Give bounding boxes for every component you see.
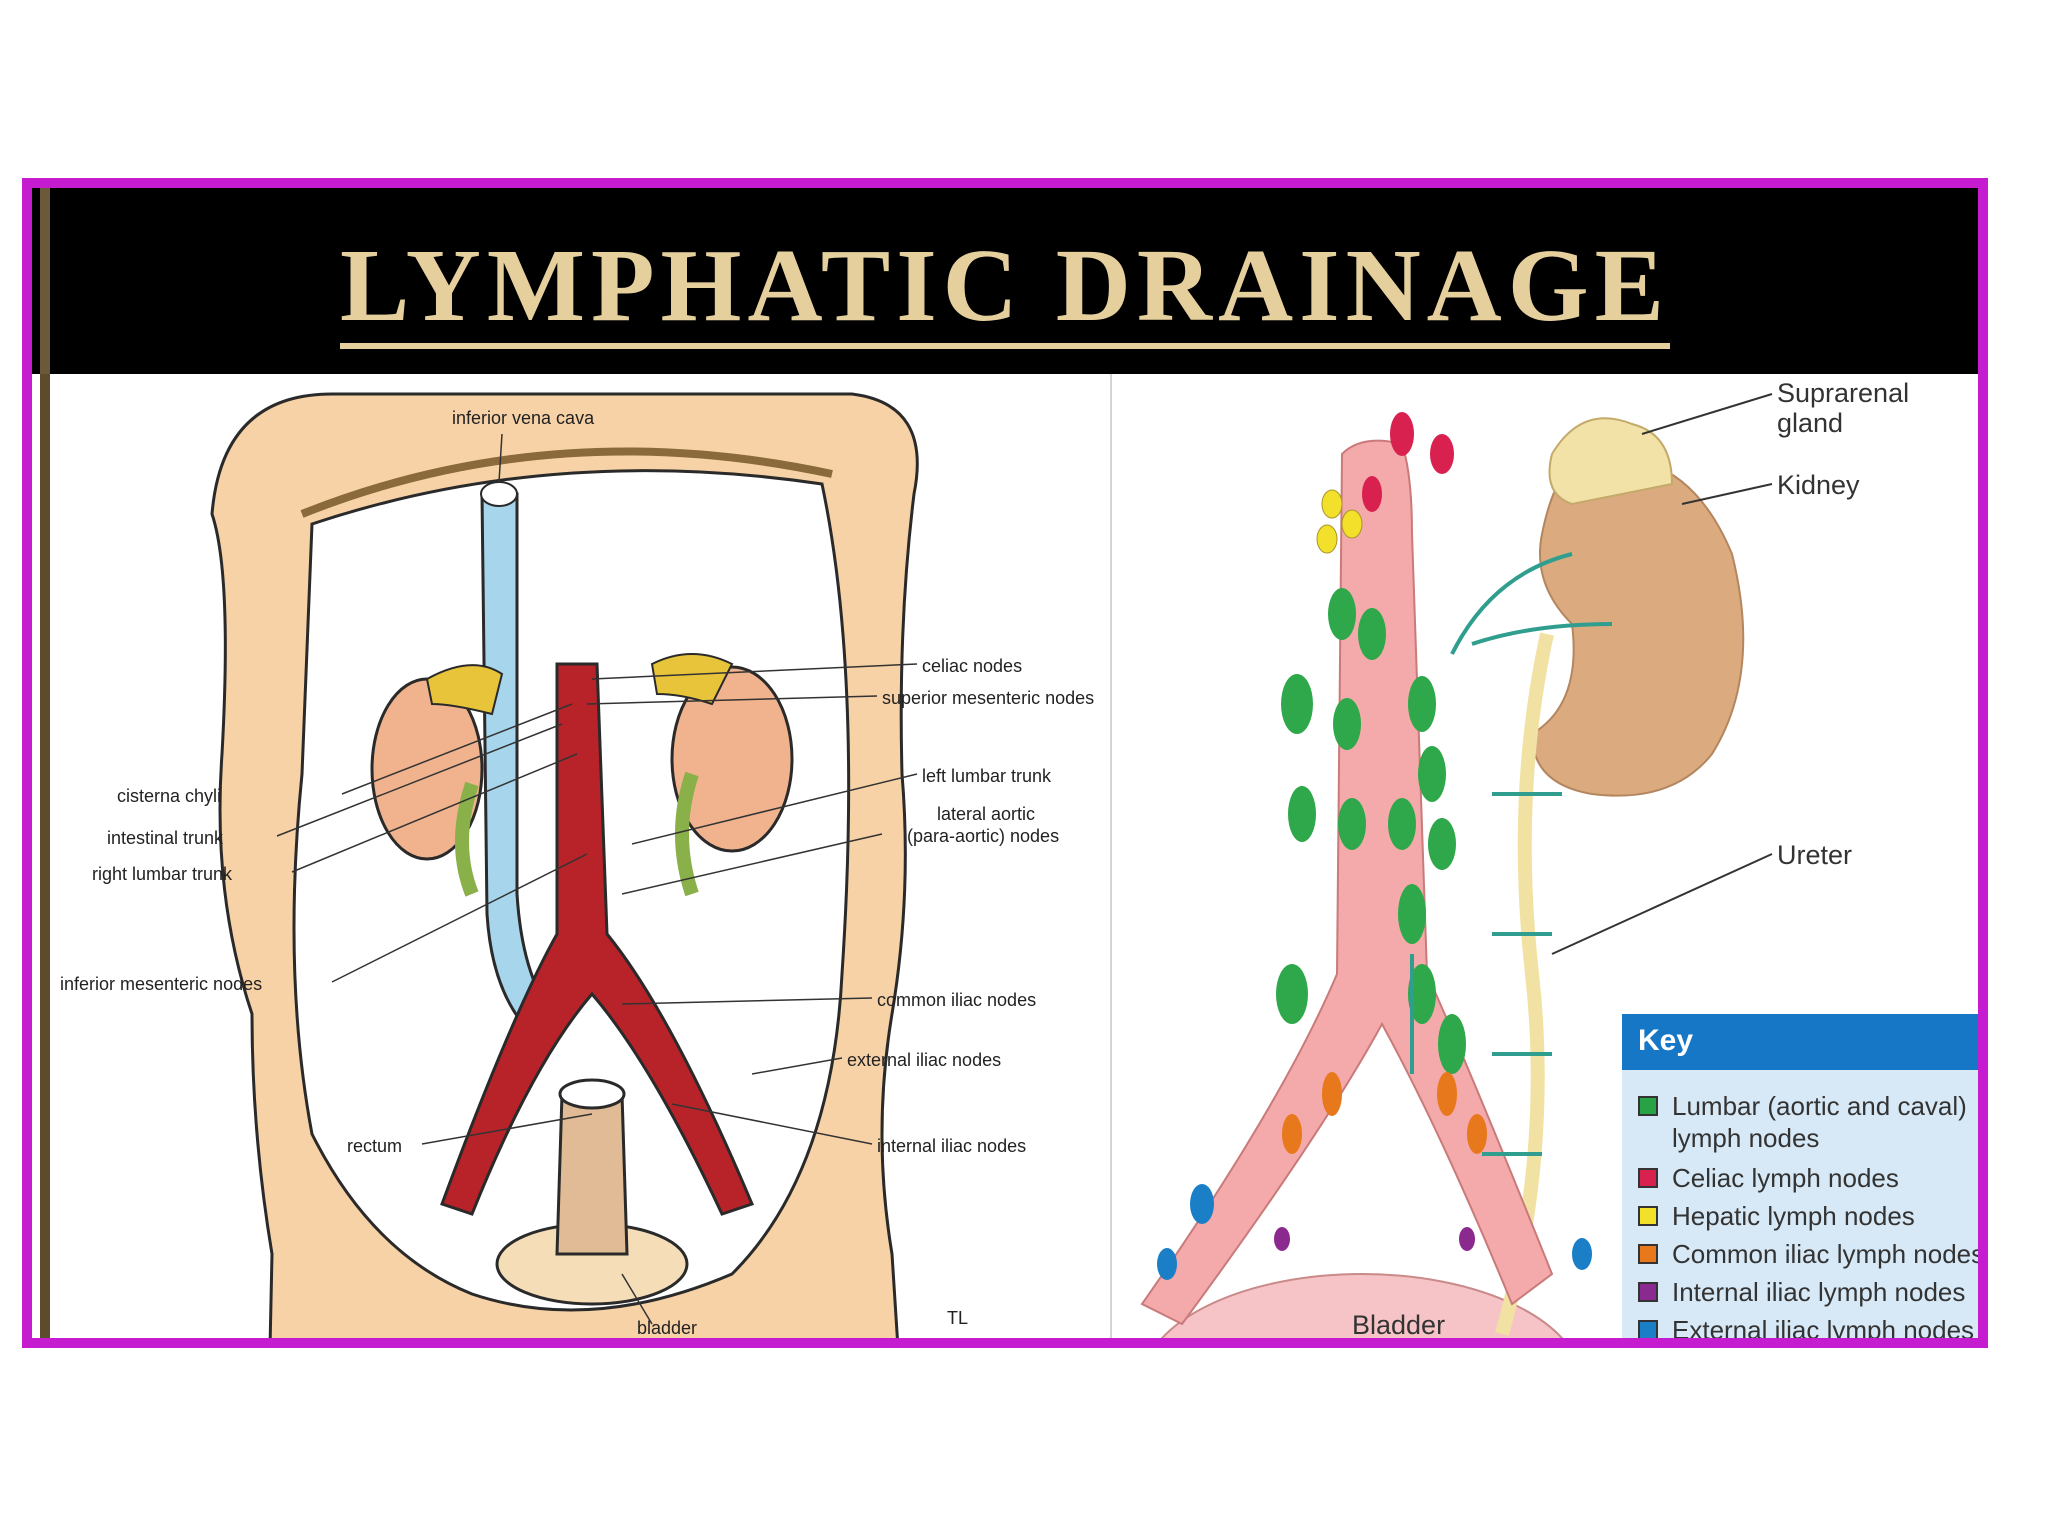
title-bar-edge xyxy=(40,188,50,374)
left-ureter xyxy=(675,771,699,897)
key-header: Key xyxy=(1622,1014,1978,1070)
label-external-iliac: external iliac nodes xyxy=(847,1050,1001,1070)
slide-title: LYMPHATIC DRAINAGE xyxy=(32,226,1978,349)
kidney-shape xyxy=(1530,457,1745,797)
right-ureter xyxy=(455,781,479,897)
swatch-hepatic xyxy=(1638,1206,1658,1226)
label-inferior-mesenteric: inferior mesenteric nodes xyxy=(60,974,262,994)
key-item-text: Hepatic lymph nodes xyxy=(1672,1201,1915,1231)
label-ureter: Ureter xyxy=(1777,840,1852,870)
ivc-opening xyxy=(480,481,518,507)
swatch-celiac xyxy=(1638,1168,1658,1188)
key-item-text: Common iliac lymph nodes xyxy=(1672,1239,1985,1269)
external-iliac-nodes xyxy=(1157,1184,1592,1280)
internal-iliac-nodes xyxy=(1274,1227,1475,1251)
label-suprarenal-2: gland xyxy=(1777,408,1843,438)
left-labels: inferior vena cava celiac nodes superior… xyxy=(60,408,1094,1338)
suprarenal-shape xyxy=(1548,417,1674,506)
slide-frame: LYMPHATIC DRAINAGE xyxy=(22,178,1988,1348)
key-item-text: Lumbar (aortic and caval)lymph nodes xyxy=(1672,1090,1967,1154)
key-item-text: Internal iliac lymph nodes xyxy=(1672,1277,1966,1307)
key-item-line1: Lumbar (aortic and caval) xyxy=(1672,1091,1967,1121)
swatch-external-iliac xyxy=(1638,1320,1658,1338)
key-item-text: External iliac lymph nodes xyxy=(1672,1315,1975,1345)
key-legend: Key Lumbar (aortic and caval)lymph nodes… xyxy=(1622,1014,1985,1345)
label-superior-mesenteric: superior mesenteric nodes xyxy=(882,688,1094,708)
slide-title-text: LYMPHATIC DRAINAGE xyxy=(339,228,1671,349)
left-kidney xyxy=(670,665,794,853)
right-leader-lines xyxy=(1551,393,1773,955)
left-diagram: inferior vena cava celiac nodes superior… xyxy=(60,392,1094,1338)
bladder-dome xyxy=(1160,1273,1564,1338)
swatch-internal-iliac xyxy=(1638,1282,1658,1302)
label-suprarenal-1: Suprarenal xyxy=(1777,378,1909,408)
swatch-lumbar xyxy=(1638,1096,1658,1116)
common-iliac-nodes xyxy=(1282,1072,1487,1154)
rectum-opening xyxy=(558,1078,626,1110)
label-kidney: Kidney xyxy=(1777,470,1860,500)
label-internal-iliac: internal iliac nodes xyxy=(877,1136,1026,1156)
label-bladder: bladder xyxy=(637,1318,697,1338)
diaphragm xyxy=(300,447,833,518)
lumbar-nodes xyxy=(1276,588,1466,1074)
key-item-text: Celiac lymph nodes xyxy=(1672,1163,1899,1193)
label-cisterna-chyli: cisterna chyli xyxy=(117,786,221,806)
title-bar: LYMPHATIC DRAINAGE xyxy=(32,188,1978,374)
label-right-lumbar-trunk: right lumbar trunk xyxy=(92,864,233,884)
right-diagram: Suprarenal gland Kidney Ureter Bladder xyxy=(1140,378,1909,1340)
hepatic-nodes xyxy=(1316,489,1363,554)
label-lateral-aortic-1: lateral aortic xyxy=(937,804,1035,824)
swatch-common-iliac xyxy=(1638,1244,1658,1264)
label-bladder-right: Bladder xyxy=(1352,1310,1445,1340)
key-item-line2: lymph nodes xyxy=(1672,1123,1820,1153)
label-intestinal-trunk: intestinal trunk xyxy=(107,828,224,848)
key-title: Key xyxy=(1638,1024,1694,1057)
right-suprarenal xyxy=(425,664,504,716)
label-ivc: inferior vena cava xyxy=(452,408,595,428)
right-labels: Suprarenal gland Kidney Ureter Bladder xyxy=(1352,378,1909,1340)
label-left-lumbar-trunk: left lumbar trunk xyxy=(922,766,1052,786)
label-initials: TL xyxy=(947,1308,968,1328)
leader-lines xyxy=(276,433,918,1325)
label-rectum: rectum xyxy=(347,1136,402,1156)
celiac-nodes xyxy=(1362,412,1454,512)
label-celiac-nodes: celiac nodes xyxy=(922,656,1022,676)
flow-arrows xyxy=(1410,552,1613,1156)
label-common-iliac: common iliac nodes xyxy=(877,990,1036,1010)
label-lateral-aortic-2: (para-aortic) nodes xyxy=(907,826,1059,846)
aorta xyxy=(440,662,755,1216)
panel-divider xyxy=(1110,374,1112,1338)
left-suprarenal xyxy=(650,653,734,706)
left-edge-bar xyxy=(40,374,50,1338)
